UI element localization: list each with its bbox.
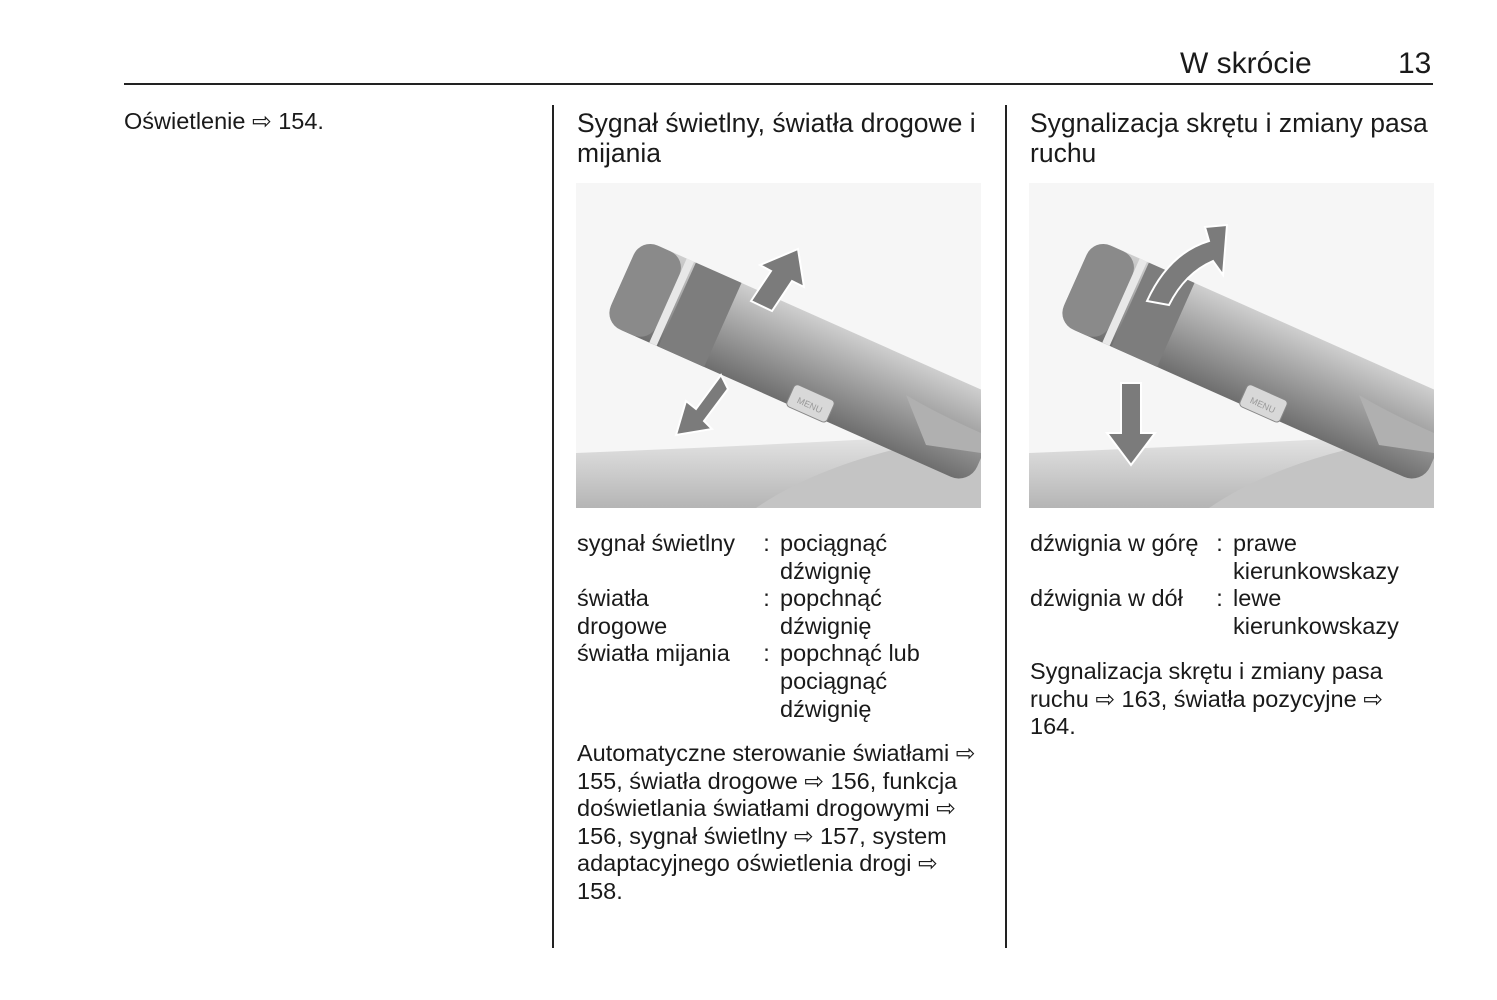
definition-row: sygnał świetlny : pociągnąć dźwignię: [577, 530, 950, 585]
col2-definition-list: sygnał świetlny : pociągnąć dźwignię świ…: [577, 530, 950, 723]
col3-heading: Sygnalizacja skrętu i zmiany pasa ruchu: [1030, 108, 1428, 168]
definition-term: dźwignia w dół: [1030, 585, 1183, 612]
pull-arrow-icon: [674, 373, 730, 437]
definition-term: światła mijania: [577, 640, 730, 667]
header-rule: [124, 83, 1433, 85]
up-arrow-icon: [1145, 223, 1229, 307]
headlight-lever-illustration: MENU: [576, 183, 981, 508]
definition-separator: :: [763, 640, 770, 667]
turn-signal-lever-illustration: MENU: [1029, 183, 1434, 508]
definition-value: pociągnąć dźwignię: [780, 530, 888, 584]
page-number: 13: [1398, 47, 1432, 80]
col1-text: Oświetlenie ⇨ 154.: [124, 108, 324, 134]
definition-value: popchnąć lub pociągnąć dźwignię: [780, 640, 920, 722]
definition-separator: :: [763, 530, 770, 556]
definition-row: dźwignia w dół : lewe kierunkowskazy: [1030, 585, 1413, 640]
col3-definition-list: dźwignia w górę : prawe kierunkowskazy d…: [1030, 530, 1413, 640]
definition-term: sygnał świetlny: [577, 530, 736, 556]
down-arrow-icon: [1105, 382, 1157, 467]
definition-separator: :: [1216, 585, 1223, 612]
col2-heading: Sygnał świetlny, światła drogowe i mijan…: [577, 108, 976, 168]
definition-value: prawe kierunkowskazy: [1233, 530, 1399, 584]
definition-value: lewe kierunkowskazy: [1233, 585, 1399, 639]
definition-value: popchnąć dźwignię: [780, 585, 882, 639]
definition-row: dźwignia w górę : prawe kierunkowskazy: [1030, 530, 1413, 585]
definition-row: światła drogowe : popchnąć dźwignię: [577, 585, 950, 640]
column-divider: [1005, 105, 1007, 948]
col3-paragraph: Sygnalizacja skrętu i zmiany pasa ruchu …: [1030, 658, 1383, 740]
column-divider: [552, 105, 554, 948]
definition-separator: :: [763, 585, 770, 612]
definition-row: światła mijania : popchnąć lub pociągnąć…: [577, 640, 950, 723]
push-arrow-icon: [749, 247, 806, 313]
section-title: W skrócie: [1180, 47, 1312, 80]
definition-separator: :: [1216, 530, 1223, 556]
col2-paragraph: Automatyczne sterowanie światłami ⇨ 155,…: [577, 740, 976, 904]
definition-term: dźwignia w górę: [1030, 530, 1199, 556]
definition-term: światła drogowe: [577, 585, 668, 639]
